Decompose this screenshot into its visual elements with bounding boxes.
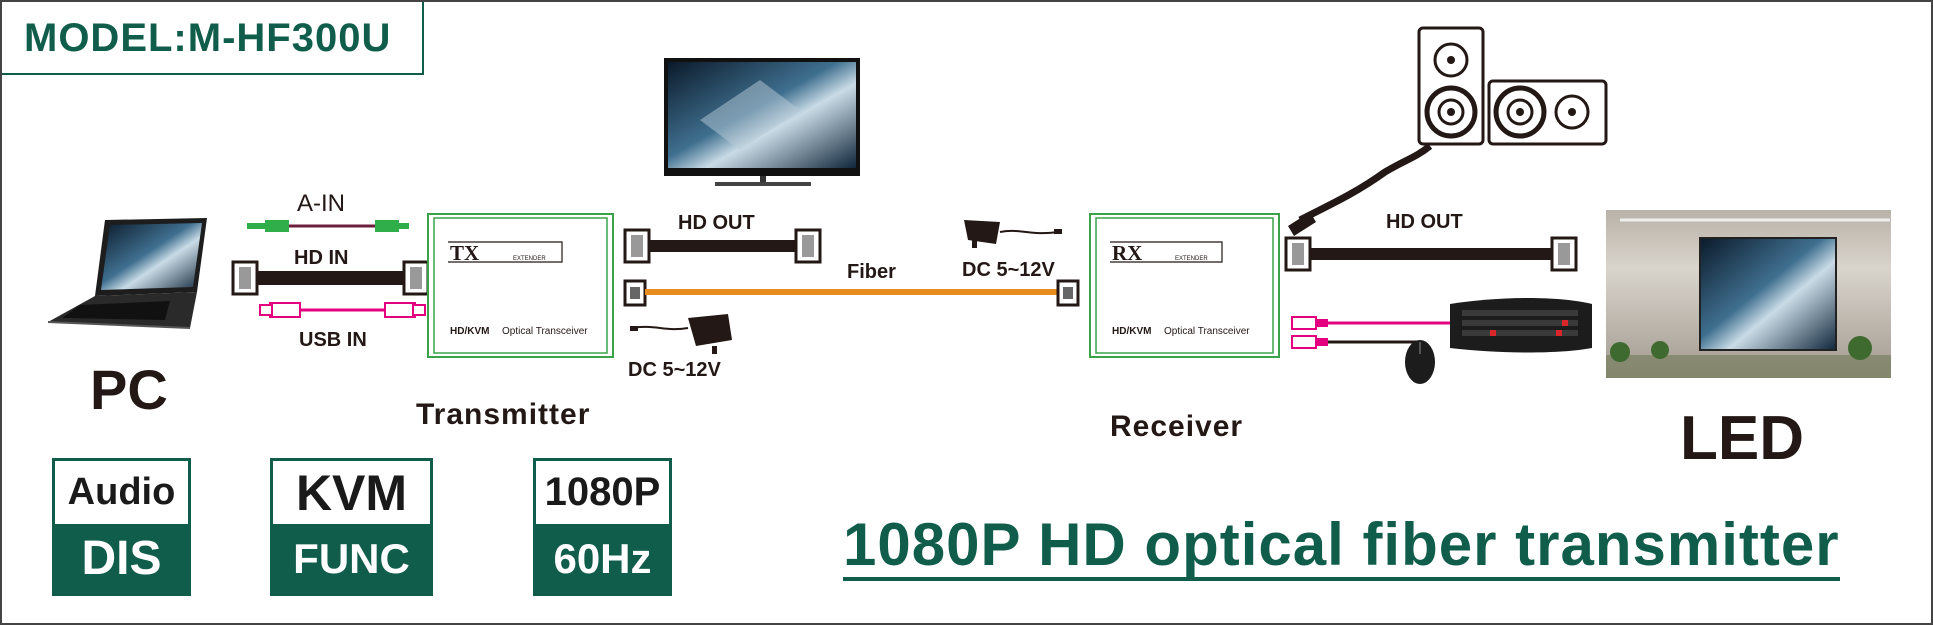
rx-logo: RX — [1112, 241, 1143, 265]
badge-audio-bottom: DIS — [55, 524, 188, 593]
tx-caption-bold: HD/KVM — [450, 326, 490, 337]
monitor-icon — [664, 58, 860, 186]
hd-in-cable — [231, 260, 430, 296]
led-label: LED — [1680, 404, 1804, 473]
laptop-icon — [47, 218, 207, 329]
tx-power-adapter-icon — [630, 314, 732, 354]
badge-1080p-top: 1080P — [544, 470, 661, 515]
badge-kvm-top: KVM — [295, 464, 408, 521]
usb-in-cable — [259, 302, 426, 318]
led-wall-photo — [1606, 210, 1891, 378]
model-label-box — [2, 2, 424, 75]
hd-in-label: HD IN — [294, 247, 349, 269]
tx-logo: TX — [450, 241, 480, 265]
badge-audio-top: Audio — [67, 471, 176, 514]
model-label: MODEL:M-HF300U — [24, 16, 392, 60]
rx-caption: Optical Transceiver — [1164, 326, 1250, 337]
tx-hd-out-label: HD OUT — [678, 212, 755, 234]
badge-kvm: KVM FUNC — [270, 458, 433, 596]
usb-out-cables — [1291, 316, 1450, 349]
headline: 1080P HD optical fiber transmitter — [843, 515, 1840, 581]
rx-hd-out-cable — [1284, 236, 1578, 272]
badge-kvm-bottom: FUNC — [273, 524, 430, 593]
usb-in-label: USB IN — [299, 329, 367, 351]
mouse-icon — [1405, 340, 1435, 384]
tx-dc-label: DC 5~12V — [628, 359, 721, 381]
rx-unit — [1089, 213, 1280, 358]
fiber-cable — [623, 279, 1080, 307]
rx-logo-sub: EXTENDER — [1175, 256, 1208, 262]
keyboard-icon — [1450, 298, 1592, 353]
transmitter-label: Transmitter — [416, 398, 591, 431]
tx-unit — [427, 213, 614, 358]
badge-audio: Audio DIS — [52, 458, 191, 596]
tx-caption: Optical Transceiver — [502, 326, 588, 337]
audio-out-cable — [1288, 143, 1433, 236]
rx-caption-bold: HD/KVM — [1112, 326, 1152, 337]
rx-hd-out-label: HD OUT — [1386, 211, 1463, 233]
receiver-label: Receiver — [1110, 410, 1244, 443]
pc-label: PC — [90, 358, 168, 421]
rx-dc-label: DC 5~12V — [962, 259, 1055, 281]
audio-in-cable — [247, 220, 409, 232]
badge-1080p-bottom: 60Hz — [536, 524, 669, 593]
tx-hd-out-cable — [623, 228, 822, 264]
badge-1080p: 1080P 60Hz — [533, 458, 672, 596]
speaker-icon — [1417, 26, 1608, 146]
fiber-label: Fiber — [847, 261, 896, 283]
rx-power-adapter-icon — [964, 220, 1062, 248]
tx-logo-sub: EXTENDER — [513, 256, 546, 262]
a-in-label: A-IN — [297, 190, 345, 217]
